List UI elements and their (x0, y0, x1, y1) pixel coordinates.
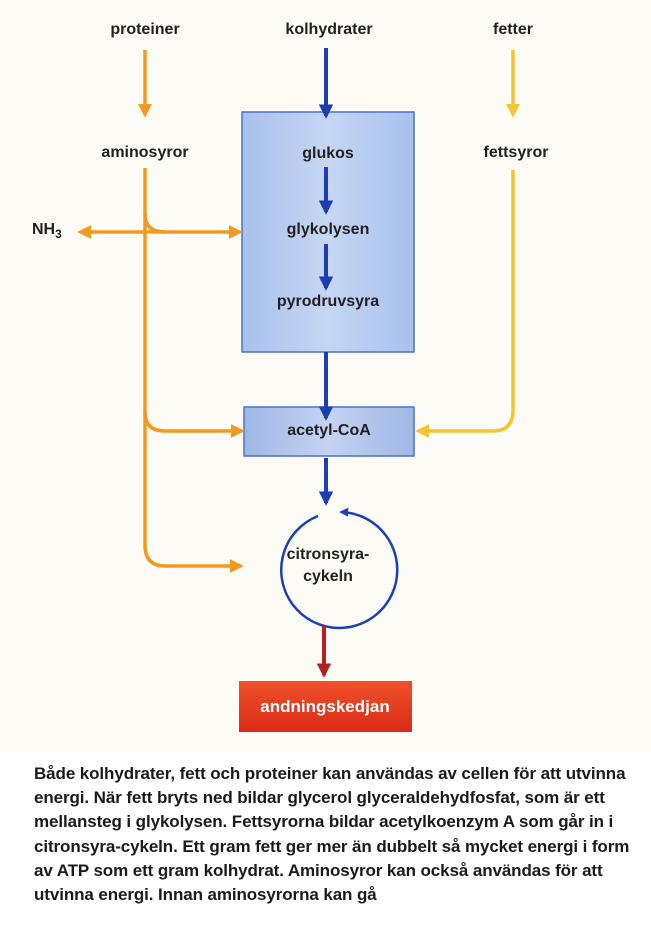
ammonia-base: NH (32, 221, 56, 238)
glycolysis-label: glykolysen (286, 221, 370, 238)
proteins-label: proteiner (110, 21, 180, 38)
glucose-label: glukos (302, 145, 354, 162)
citric-cycle-label-line2: cykeln (303, 568, 353, 585)
arrow-amino-acids-to-acetyl-coa (143, 411, 245, 438)
ammonia-subscript: 3 (55, 227, 62, 242)
pyruvic-acid-label: pyrodruvsyra (276, 293, 380, 310)
fatty-acids-label: fettsyror (483, 144, 549, 161)
respiratory-chain-box (239, 681, 412, 732)
carbohydrates-label: kolhydrater (285, 21, 373, 38)
citric-cycle-circle (279, 507, 399, 630)
caption-background (0, 752, 651, 947)
ammonia-label: NH3 (32, 220, 62, 244)
glycolysis-box (241, 111, 415, 353)
arrow-fatty-acids-to-acetyl-coa (415, 170, 515, 438)
acetyl-coa-label: acetyl-CoA (287, 422, 371, 439)
amino-acids-label: aminosyror (101, 144, 189, 161)
fats-label: fetter (492, 21, 534, 38)
figure-caption: Både kolhydrater, fett och proteiner kan… (34, 764, 630, 905)
citric-cycle-label-line1: citronsyra- (286, 546, 370, 563)
citric-cycle-label: citronsyra- cykeln (287, 544, 370, 588)
protein-pathway (77, 50, 245, 573)
amino-acids-branch-top (143, 213, 243, 239)
arrow-amino-acids-to-citric-cycle (143, 544, 244, 573)
respiratory-chain-label: andningskedjan (260, 697, 390, 716)
fat-pathway (415, 50, 520, 438)
